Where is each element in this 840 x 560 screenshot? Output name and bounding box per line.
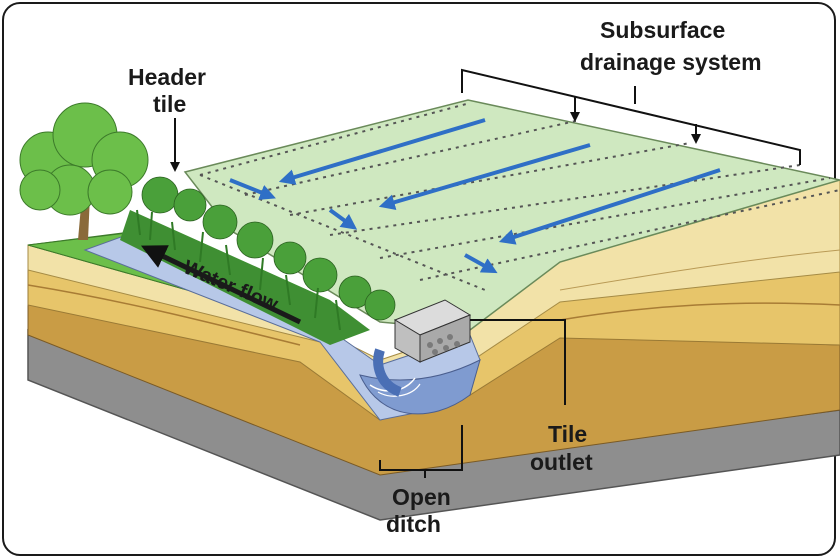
subsurface-label-line1: Subsurface	[600, 17, 725, 43]
water-flow-arrow	[140, 245, 302, 325]
tile-outlet-label-line2: outlet	[530, 449, 593, 475]
open-ditch-label-line2: ditch	[386, 511, 441, 537]
subsurface-bracket	[461, 68, 801, 165]
tile-outlet	[373, 299, 472, 397]
header-tile-label-line1: Header	[128, 64, 206, 90]
flow-arrow-icon	[229, 118, 721, 274]
tile-lines	[199, 102, 840, 291]
vegetation-strip	[120, 176, 396, 345]
subsurface-label-line2: drainage system	[580, 49, 762, 75]
open-ditch-bracket	[379, 425, 463, 471]
tile-outlet-label-line1: Tile	[548, 421, 587, 447]
open-ditch-label-line1: Open	[392, 484, 451, 510]
header-tile-label-line2: tile	[153, 91, 186, 117]
tree-icon	[19, 102, 149, 240]
tile-outlet-leader	[470, 319, 566, 405]
